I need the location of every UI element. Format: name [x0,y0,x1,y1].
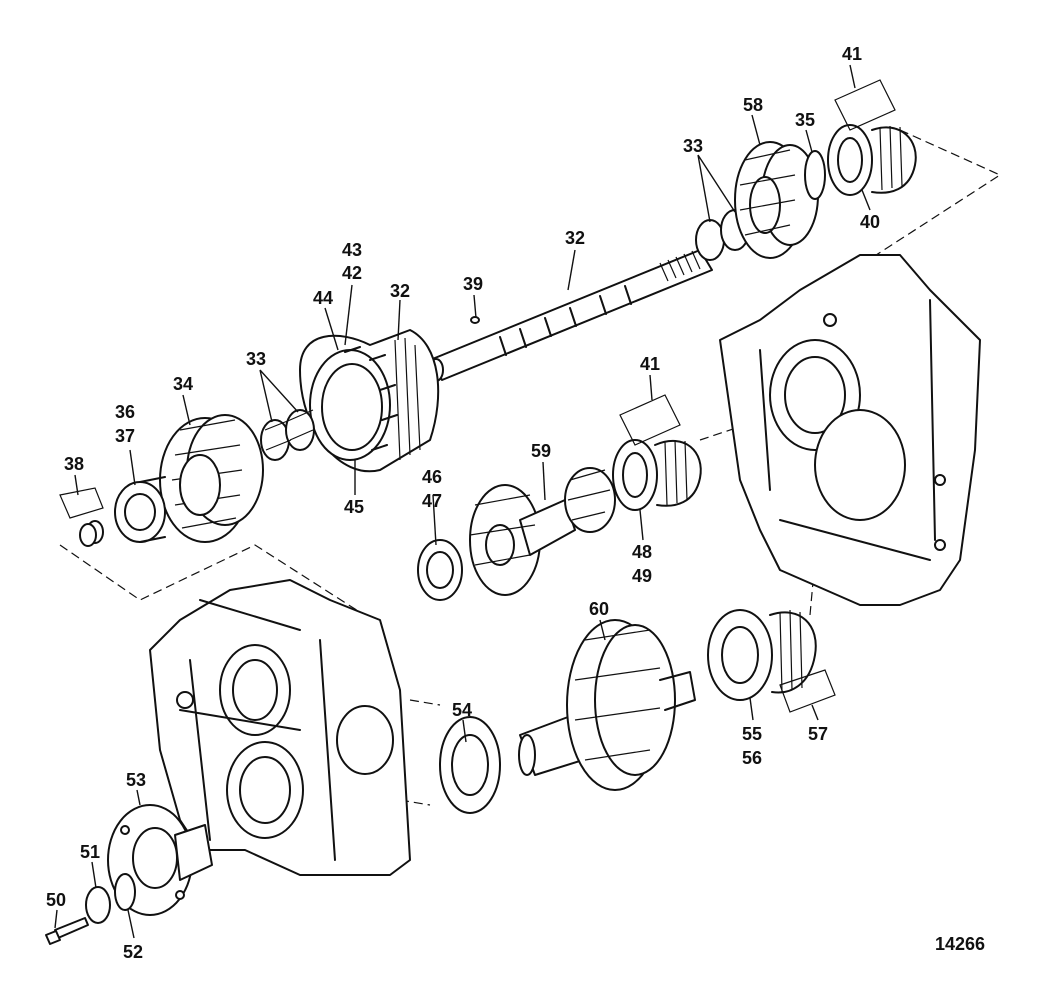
callout-46: 46 [422,467,442,487]
callout-34: 34 [173,374,193,394]
callout-42: 42 [342,263,362,283]
bearing-46-47 [417,539,463,601]
callout-57: 57 [808,724,828,744]
callout-37: 37 [115,426,135,446]
callout-47: 47 [422,491,442,511]
callout-35: 35 [795,110,815,130]
callout-49: 49 [632,566,652,586]
callout-32-clutch: 32 [390,281,410,301]
callout-38: 38 [64,454,84,474]
callout-58: 58 [743,95,763,115]
callout-52: 52 [123,942,143,962]
transmission-housing-right [719,254,981,606]
callout-41-middle: 41 [640,354,660,374]
callout-labels: 41 58 35 33 40 32 39 43 42 32 44 33 34 3… [46,44,880,962]
washer-51 [85,886,111,924]
figure-id: 14266 [935,934,985,954]
callout-50: 50 [46,890,66,910]
callout-59: 59 [531,441,551,461]
callout-33-right: 33 [683,136,703,156]
bearing-55-56-57 [707,609,836,713]
callout-39: 39 [463,274,483,294]
countershaft-59 [469,467,616,596]
bolt-50 [45,917,89,945]
upper-shaft-32 [428,249,713,382]
callout-40: 40 [860,212,880,232]
output-shaft-gear-60 [518,619,696,791]
bearing-40-41 [827,79,917,196]
clutch-housing-45 [299,329,440,473]
callout-45: 45 [344,497,364,517]
callout-32-shaft: 32 [565,228,585,248]
callout-48: 48 [632,542,652,562]
needle-bearings-33-left [260,409,315,461]
ring-35 [804,150,826,200]
gear-34 [159,414,264,543]
callout-33-left: 33 [246,349,266,369]
woodruff-key-39 [470,316,480,324]
callout-44: 44 [313,288,333,308]
bearing-54 [439,716,501,814]
callout-55: 55 [742,724,762,744]
callout-41-upper: 41 [842,44,862,64]
callout-43: 43 [342,240,362,260]
callout-54: 54 [452,700,472,720]
bearing-48-49-41 [612,394,702,511]
callout-60: 60 [589,599,609,619]
callout-56: 56 [742,748,762,768]
bearing-36-37 [114,476,166,543]
transmission-housing-left [149,579,411,876]
callout-36: 36 [115,402,135,422]
leader-lines [54,64,871,939]
o-ring-52 [114,873,136,911]
part-38 [59,487,104,547]
gear-58 [734,141,819,259]
callout-53: 53 [126,770,146,790]
callout-51: 51 [80,842,100,862]
